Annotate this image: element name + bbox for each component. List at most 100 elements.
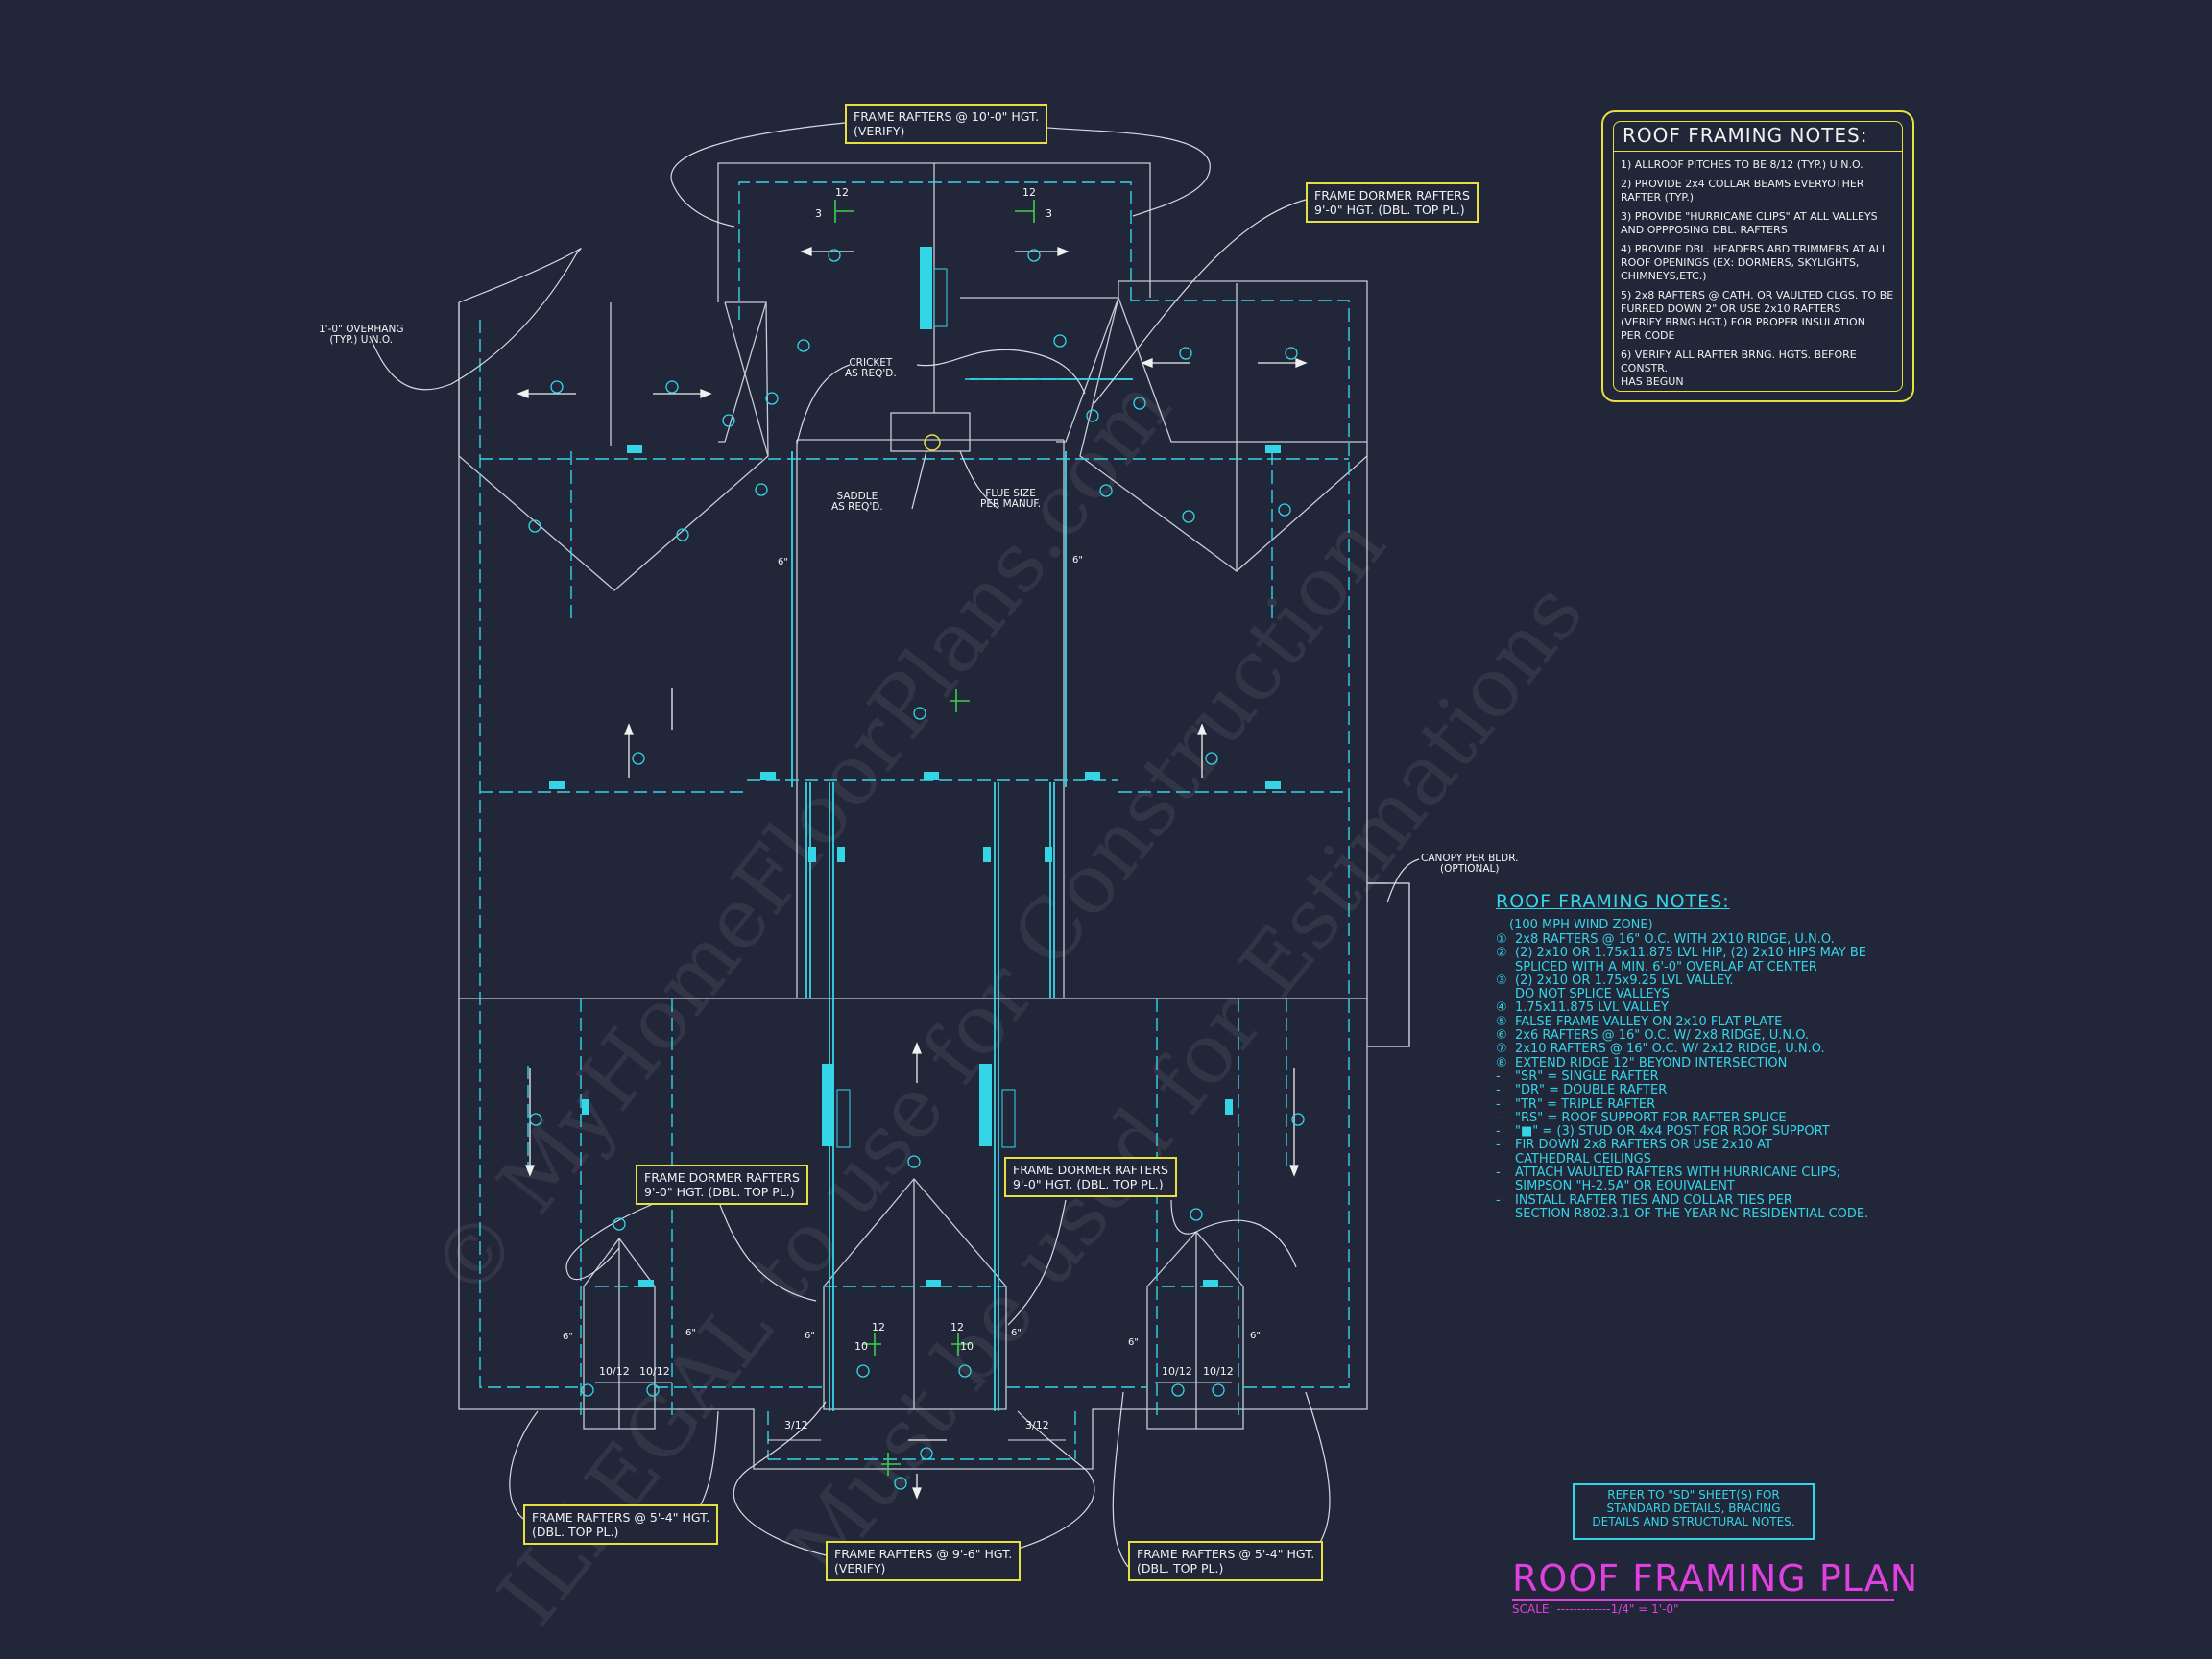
- roof-framing-legend: ROOF FRAMING NOTES: (100 MPH WIND ZONE) …: [1496, 891, 1918, 1221]
- pitch-3-12-b: 3/12: [1025, 1419, 1049, 1431]
- pitch-3-12-a: 3/12: [784, 1419, 808, 1431]
- legend-item: ② (2) 2x10 OR 1.75x11.875 LVL HIP, (2) 2x…: [1496, 947, 1918, 974]
- legend-mark: -: [1496, 1096, 1501, 1112]
- pitch-3-a: 3: [815, 207, 822, 220]
- legend-text: FIR DOWN 2x8 RAFTERS OR USE 2x10 AT CATH…: [1515, 1138, 1772, 1166]
- drawing-scale: SCALE: -------------1/4" = 1'-0": [1512, 1602, 1679, 1616]
- bearing-walls: [479, 181, 1350, 1460]
- legend-item: -"SR" = SINGLE RAFTER: [1496, 1070, 1918, 1084]
- pitch-6-c: 6": [563, 1332, 573, 1342]
- wind-zone: (100 MPH WIND ZONE): [1509, 918, 1653, 932]
- notes-title-rule: [1613, 151, 1903, 152]
- callout-bottom-left: FRAME RAFTERS @ 5'-4" HGT. (DBL. TOP PL.…: [523, 1504, 719, 1545]
- legend-text: FALSE FRAME VALLEY ON 2x10 FLAT PLATE: [1515, 1014, 1783, 1029]
- callout-bottom-center: FRAME RAFTERS @ 9'-6" HGT. (VERIFY): [826, 1541, 1022, 1581]
- top-note-item: 3) PROVIDE "HURRICANE CLIPS" AT ALL VALL…: [1621, 210, 1878, 236]
- pitch-6-b: 6": [1072, 555, 1083, 565]
- legend-text: "TR" = TRIPLE RAFTER: [1515, 1096, 1656, 1112]
- legend-mark: -: [1496, 1083, 1501, 1098]
- legend-item: -"TR" = TRIPLE RAFTER: [1496, 1096, 1918, 1112]
- pitch-12-a: 12: [835, 186, 849, 199]
- pitch-6-h: 6": [1250, 1331, 1261, 1341]
- member-markers: [528, 249, 1305, 1490]
- pitch-12-d: 12: [950, 1321, 964, 1334]
- pitch-10-12-d: 10/12: [1203, 1365, 1234, 1378]
- refer-sd-note: REFER TO "SD" SHEET(S) FOR STANDARD DETA…: [1573, 1483, 1815, 1540]
- legend-item: ⑥ 2x6 RAFTERS @ 16" O.C. W/ 2x8 RIDGE, U.…: [1496, 1028, 1918, 1044]
- flue-circle: [924, 434, 941, 451]
- top-note-item: 2) PROVIDE 2x4 COLLAR BEAMS EVERYOTHER R…: [1621, 178, 1864, 204]
- callout-dormer-left: FRAME DORMER RAFTERS 9'-0" HGT. (DBL. TO…: [636, 1165, 808, 1205]
- title-underline: [1512, 1599, 1894, 1601]
- pitch-6-e: 6": [805, 1331, 815, 1341]
- legend-mark: ②: [1496, 946, 1507, 961]
- canopy-label: CANOPY PER BLDR. (OPTIONAL): [1421, 853, 1519, 875]
- legend-mark: ⑤: [1496, 1014, 1507, 1029]
- callout-frame-dormer-top: FRAME DORMER RAFTERS 9'-0" HGT. (DBL. TO…: [1306, 182, 1479, 223]
- roof-outline: [458, 162, 1410, 1470]
- top-notes-list: 1) ALLROOF PITCHES TO BE 8/12 (TYP.) U.N…: [1621, 158, 1899, 395]
- legend-mark: -: [1496, 1166, 1501, 1181]
- legend-mark: -: [1496, 1110, 1501, 1125]
- legend-mark: ⑥: [1496, 1028, 1507, 1044]
- side-notes-title: ROOF FRAMING NOTES:: [1496, 891, 1730, 912]
- pitch-3-b: 3: [1046, 207, 1052, 220]
- legend-text: "RS" = ROOF SUPPORT FOR RAFTER SPLICE: [1515, 1110, 1787, 1125]
- legend-item: ③ (2) 2x10 OR 1.75x9.25 LVL VALLEY. DO NO…: [1496, 974, 1918, 1002]
- legend-item: -"RS" = ROOF SUPPORT FOR RAFTER SPLICE: [1496, 1110, 1918, 1125]
- legend-item: ④ 1.75x11.875 LVL VALLEY: [1496, 1000, 1918, 1016]
- legend-text: 2x6 RAFTERS @ 16" O.C. W/ 2x8 RIDGE, U.N…: [1515, 1028, 1810, 1044]
- overhang-label: 1'-0" OVERHANG (TYP.) U.N.O.: [319, 324, 404, 346]
- legend-text: "DR" = DOUBLE RAFTER: [1515, 1083, 1668, 1098]
- flue-label: FLUE SIZE PER MANUF.: [980, 488, 1042, 510]
- pitch-12-b: 12: [1022, 186, 1036, 199]
- pitch-10-12-a: 10/12: [599, 1365, 630, 1378]
- pitch-symbols: [834, 200, 1035, 1476]
- legend-mark: ①: [1496, 932, 1507, 947]
- pitch-10-12-b: 10/12: [639, 1365, 670, 1378]
- legend-item: -INSTALL RAFTER TIES AND COLLAR TIES PER…: [1496, 1192, 1918, 1222]
- pitch-6-f: 6": [1011, 1328, 1022, 1338]
- callout-dormer-right: FRAME DORMER RAFTERS 9'-0" HGT. (DBL. TO…: [1004, 1157, 1177, 1197]
- legend-text: INSTALL RAFTER TIES AND COLLAR TIES PER …: [1515, 1192, 1869, 1221]
- callout-frame-rafters-top: FRAME RAFTERS @ 10'-0" HGT. (VERIFY): [845, 104, 1048, 144]
- top-note-item: 5) 2x8 RAFTERS @ CATH. OR VAULTED CLGS. …: [1621, 289, 1894, 342]
- top-notes-title: ROOF FRAMING NOTES:: [1623, 124, 1868, 147]
- legend-mark: -: [1496, 1124, 1501, 1140]
- legend-item: -"■" = (3) STUD OR 4x4 POST FOR ROOF SUP…: [1496, 1124, 1918, 1140]
- pitch-6-a: 6": [778, 557, 788, 567]
- callout-bottom-right: FRAME RAFTERS @ 5'-4" HGT. (DBL. TOP PL.…: [1128, 1541, 1324, 1581]
- legend-mark: ④: [1496, 1000, 1507, 1016]
- saddle-label: SADDLE AS REQ'D.: [831, 491, 883, 513]
- legend-text: ATTACH VAULTED RAFTERS WITH HURRICANE CL…: [1515, 1166, 1841, 1194]
- top-note-item: 4) PROVIDE DBL. HEADERS ABD TRIMMERS AT …: [1621, 243, 1888, 282]
- legend-text: "■" = (3) STUD OR 4x4 POST FOR ROOF SUPP…: [1515, 1124, 1830, 1140]
- leader-lines: [369, 122, 1420, 1568]
- roof-framing-notes-box: ROOF FRAMING NOTES: 1) ALLROOF PITCHES T…: [1601, 110, 1914, 402]
- pitch-10-b: 10: [960, 1340, 974, 1353]
- pitch-10-12-c: 10/12: [1162, 1365, 1192, 1378]
- legend-mark: ③: [1496, 973, 1507, 988]
- lvl-labels: [822, 247, 1016, 1148]
- legend-text: 1.75x11.875 LVL VALLEY: [1515, 1000, 1669, 1016]
- slope-arrows: [517, 247, 1308, 1500]
- top-note-item: 6) VERIFY ALL RAFTER BRNG. HGTS. BEFORE …: [1621, 349, 1857, 388]
- legend-text: (2) 2x10 OR 1.75x11.875 LVL HIP, (2) 2x1…: [1515, 946, 1866, 974]
- legend-text: "SR" = SINGLE RAFTER: [1515, 1069, 1659, 1084]
- legend-mark: -: [1496, 1192, 1501, 1208]
- pitch-6-g: 6": [1128, 1337, 1139, 1348]
- legend-item: -"DR" = DOUBLE RAFTER: [1496, 1083, 1918, 1098]
- notes-inner-frame: [1613, 121, 1903, 392]
- pitch-10-a: 10: [854, 1340, 868, 1353]
- dimension-lines: [595, 1382, 1232, 1441]
- drawing-title: ROOF FRAMING PLAN: [1512, 1557, 1919, 1599]
- legend-text: 2x10 RAFTERS @ 16" O.C. W/ 2x12 RIDGE, U…: [1515, 1042, 1825, 1057]
- pitch-12-c: 12: [872, 1321, 885, 1334]
- legend-item: -FIR DOWN 2x8 RAFTERS OR USE 2x10 AT CAT…: [1496, 1139, 1918, 1166]
- legend-text: (2) 2x10 OR 1.75x9.25 LVL VALLEY. DO NOT…: [1515, 973, 1734, 1002]
